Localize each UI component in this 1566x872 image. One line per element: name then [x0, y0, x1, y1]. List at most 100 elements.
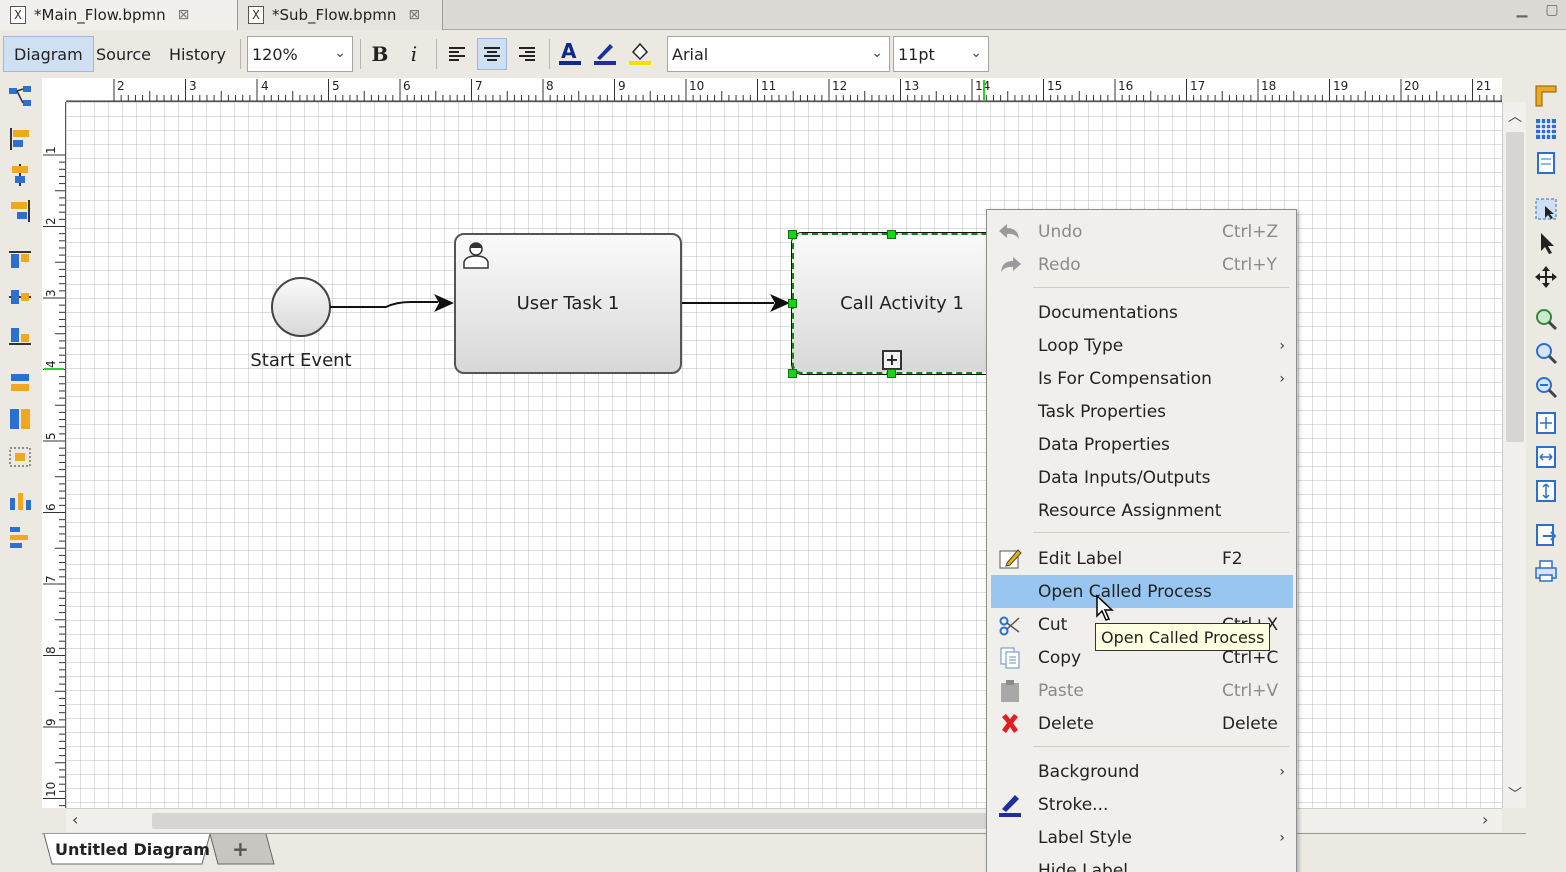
selection-handle[interactable]: [788, 299, 797, 308]
stroke-icon: [999, 795, 1021, 817]
menu-item-is-for-compensation[interactable]: Is For Compensation ›: [1038, 368, 1285, 389]
grid-icon[interactable]: [1533, 116, 1559, 142]
same-size-icon[interactable]: [7, 444, 33, 470]
print-icon[interactable]: [1533, 558, 1559, 584]
vertical-scrollbar[interactable]: ︿ ﹀: [1502, 102, 1526, 808]
sequence-flow[interactable]: [330, 301, 438, 308]
menu-item-label-style[interactable]: Label Style ›: [1038, 827, 1285, 848]
fit-page-icon[interactable]: [1533, 410, 1559, 436]
zoom-out-icon[interactable]: [1533, 374, 1559, 400]
menu-item-edit-label[interactable]: Edit Label F2: [991, 542, 1293, 575]
align-right-icon[interactable]: [512, 38, 542, 70]
auto-layout-icon[interactable]: [7, 84, 33, 110]
ruler-label: 20: [1404, 79, 1419, 93]
chevron-left-icon[interactable]: ‹: [72, 810, 79, 829]
menu-item-open-called-process[interactable]: Open Called Process: [991, 575, 1293, 608]
menu-separator: [1033, 746, 1289, 747]
marquee-select-icon[interactable]: [1533, 196, 1559, 222]
close-icon[interactable]: ⊠: [177, 7, 190, 23]
menu-item-resource-assignment[interactable]: Resource Assignment: [1038, 500, 1222, 521]
selection-handle[interactable]: [887, 369, 896, 378]
menu-item-loop-type[interactable]: Loop Type ›: [1038, 335, 1285, 356]
same-height-icon[interactable]: [7, 406, 33, 432]
ruler-label: 14: [975, 79, 990, 93]
menu-item-hide-label[interactable]: Hide Label: [1038, 860, 1129, 872]
menu-item-stroke[interactable]: Stroke...: [991, 788, 1293, 821]
close-icon[interactable]: ⊠: [408, 7, 421, 23]
align-left-icon[interactable]: [442, 38, 472, 70]
pointer-icon[interactable]: [1533, 230, 1559, 256]
align-center-icon[interactable]: [477, 38, 507, 70]
ruler-icon[interactable]: [1533, 82, 1559, 108]
menu-item-copy[interactable]: Copy Ctrl+C: [991, 641, 1293, 674]
context-menu: Undo Ctrl+Z Redo Ctrl+Y Documentations L…: [986, 209, 1297, 872]
export-icon[interactable]: [1533, 522, 1559, 548]
zoom-in-icon[interactable]: [1533, 306, 1559, 332]
same-width-icon[interactable]: [7, 370, 33, 396]
align-left-edges-icon[interactable]: [7, 126, 33, 152]
ruler-label: 4: [261, 79, 269, 93]
font-size-select[interactable]: 11pt ⌄: [893, 36, 989, 72]
bold-icon[interactable]: B: [371, 42, 389, 66]
call-activity[interactable]: Call Activity 1 +: [791, 232, 1023, 375]
fill-color-icon[interactable]: [625, 38, 655, 70]
file-tab-main-flow[interactable]: X *Main_Flow.bpmn ⊠: [0, 0, 238, 30]
ruler-label: 18: [1261, 79, 1276, 93]
zoom-select[interactable]: 120% ⌄: [247, 36, 353, 72]
selection-handle[interactable]: [788, 230, 797, 239]
pan-move-icon[interactable]: [1533, 264, 1559, 290]
diagram-mode-button[interactable]: Diagram: [3, 36, 94, 72]
ruler-label: 19: [1333, 79, 1348, 93]
maximize-icon[interactable]: ▢: [1545, 2, 1559, 18]
font-family-select[interactable]: Arial ⌄: [667, 36, 890, 72]
diagram-tab-untitled[interactable]: Untitled Diagram: [55, 839, 210, 859]
horizontal-ruler: 2 3 4 5 6 7 8 9 10 11 12 13 14 15 16 17 …: [66, 78, 1502, 102]
minimize-icon[interactable]: ▁: [1516, 2, 1528, 18]
expand-marker-icon[interactable]: +: [882, 350, 902, 370]
ruler-label: 1: [44, 146, 58, 154]
ruler-label: 10: [44, 782, 58, 797]
align-center-h-icon[interactable]: [7, 162, 33, 188]
properties-icon[interactable]: [1533, 150, 1559, 176]
menu-item-background[interactable]: Background ›: [1038, 761, 1285, 782]
history-mode-button[interactable]: History: [169, 44, 226, 64]
menu-item-redo[interactable]: Redo Ctrl+Y: [991, 248, 1293, 281]
menu-item-undo[interactable]: Undo Ctrl+Z: [991, 215, 1293, 248]
align-bottom-edges-icon[interactable]: [7, 322, 33, 348]
selection-handle[interactable]: [887, 230, 896, 239]
menu-item-data-inputs-outputs[interactable]: Data Inputs/Outputs: [1038, 467, 1211, 488]
chevron-right-icon[interactable]: ›: [1482, 810, 1489, 829]
menu-item-task-properties[interactable]: Task Properties: [1038, 401, 1167, 422]
italic-icon[interactable]: i: [410, 42, 418, 66]
user-task[interactable]: User Task 1: [454, 233, 682, 374]
fit-width-icon[interactable]: [1533, 444, 1559, 470]
file-tab-label: *Main_Flow.bpmn: [34, 6, 166, 24]
align-top-edges-icon[interactable]: [7, 248, 33, 274]
line-color-icon[interactable]: [590, 38, 620, 70]
vertical-scroll-thumb[interactable]: [1506, 132, 1524, 442]
file-tab-sub-flow[interactable]: X *Sub_Flow.bpmn ⊠: [238, 0, 443, 30]
right-tool-palette: [1526, 78, 1566, 838]
chevron-down-icon[interactable]: ﹀: [1508, 787, 1522, 803]
start-event[interactable]: [271, 277, 331, 337]
zoom-actual-icon[interactable]: [1533, 340, 1559, 366]
horizontal-scroll-thumb[interactable]: [152, 813, 992, 829]
menu-item-data-properties[interactable]: Data Properties: [1038, 434, 1170, 455]
font-color-icon[interactable]: A: [555, 38, 585, 70]
fit-height-icon[interactable]: [1533, 478, 1559, 504]
menu-item-paste[interactable]: Paste Ctrl+V: [991, 674, 1293, 707]
bpmn-file-icon: X: [248, 6, 264, 24]
edit-label-icon: [999, 549, 1022, 569]
distribute-horizontal-icon[interactable]: [7, 488, 33, 514]
selection-handle[interactable]: [788, 369, 797, 378]
add-diagram-button[interactable]: +: [232, 837, 249, 861]
source-mode-button[interactable]: Source: [96, 44, 151, 64]
ruler-label: 8: [546, 79, 554, 93]
menu-item-delete[interactable]: Delete Delete: [991, 707, 1293, 740]
distribute-vertical-icon[interactable]: [7, 524, 33, 550]
chevron-up-icon[interactable]: ︿: [1508, 109, 1522, 125]
arrowhead: [434, 294, 454, 312]
align-middle-v-icon[interactable]: [7, 284, 33, 310]
align-right-edges-icon[interactable]: [7, 198, 33, 224]
menu-item-documentations[interactable]: Documentations: [1038, 302, 1178, 323]
